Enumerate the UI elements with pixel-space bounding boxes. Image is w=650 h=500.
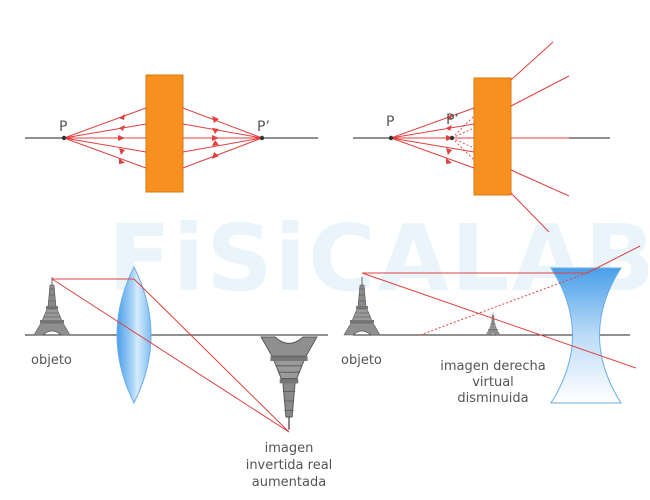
point-p-prime [449, 135, 455, 141]
image-label-line-3: disminuida [457, 391, 528, 406]
concave-lens [550, 267, 622, 404]
image-label-line-2: virtual [472, 375, 514, 390]
eiffel-tower-icon [260, 336, 318, 431]
rays-left [63, 107, 263, 169]
object-label: objeto [341, 353, 382, 368]
rays-virtual [451, 115, 475, 161]
eiffel-tower-icon [485, 311, 501, 336]
label-p-prime: P’ [446, 112, 459, 128]
eiffel-tower-icon [33, 276, 71, 336]
image-label-line-2: invertida real [246, 458, 333, 473]
ray-arrows [118, 114, 219, 164]
label-p-prime: P’ [257, 119, 270, 135]
panel-bottom-right: objeto imagen derecha virtual disminuida [341, 245, 641, 406]
rays [361, 245, 641, 369]
image-label-line-1: imagen derecha [440, 359, 546, 374]
point-p-prime [259, 135, 265, 141]
object-label: objeto [31, 353, 72, 368]
panel-bottom-left: objeto imagen invertida real aumentada [25, 265, 333, 490]
rays-incident [390, 107, 475, 169]
watermark: FiSiCALAB [108, 205, 650, 312]
image-label-line-1: imagen [265, 441, 314, 456]
ray-arrows [446, 114, 453, 164]
rays [51, 278, 290, 433]
image-label-line-3: aumentada [252, 475, 326, 490]
label-p: P [386, 114, 394, 130]
panel-top-left: P P’ [25, 74, 318, 193]
label-p: P [59, 119, 67, 135]
point-p [61, 135, 67, 141]
orange-slab [473, 77, 512, 196]
virtual-ray [419, 272, 588, 336]
orange-slab [145, 74, 184, 193]
convex-lens [116, 265, 152, 405]
rays-emergent [510, 41, 570, 233]
panel-top-right: P P’ [353, 41, 610, 233]
point-p [388, 135, 394, 141]
